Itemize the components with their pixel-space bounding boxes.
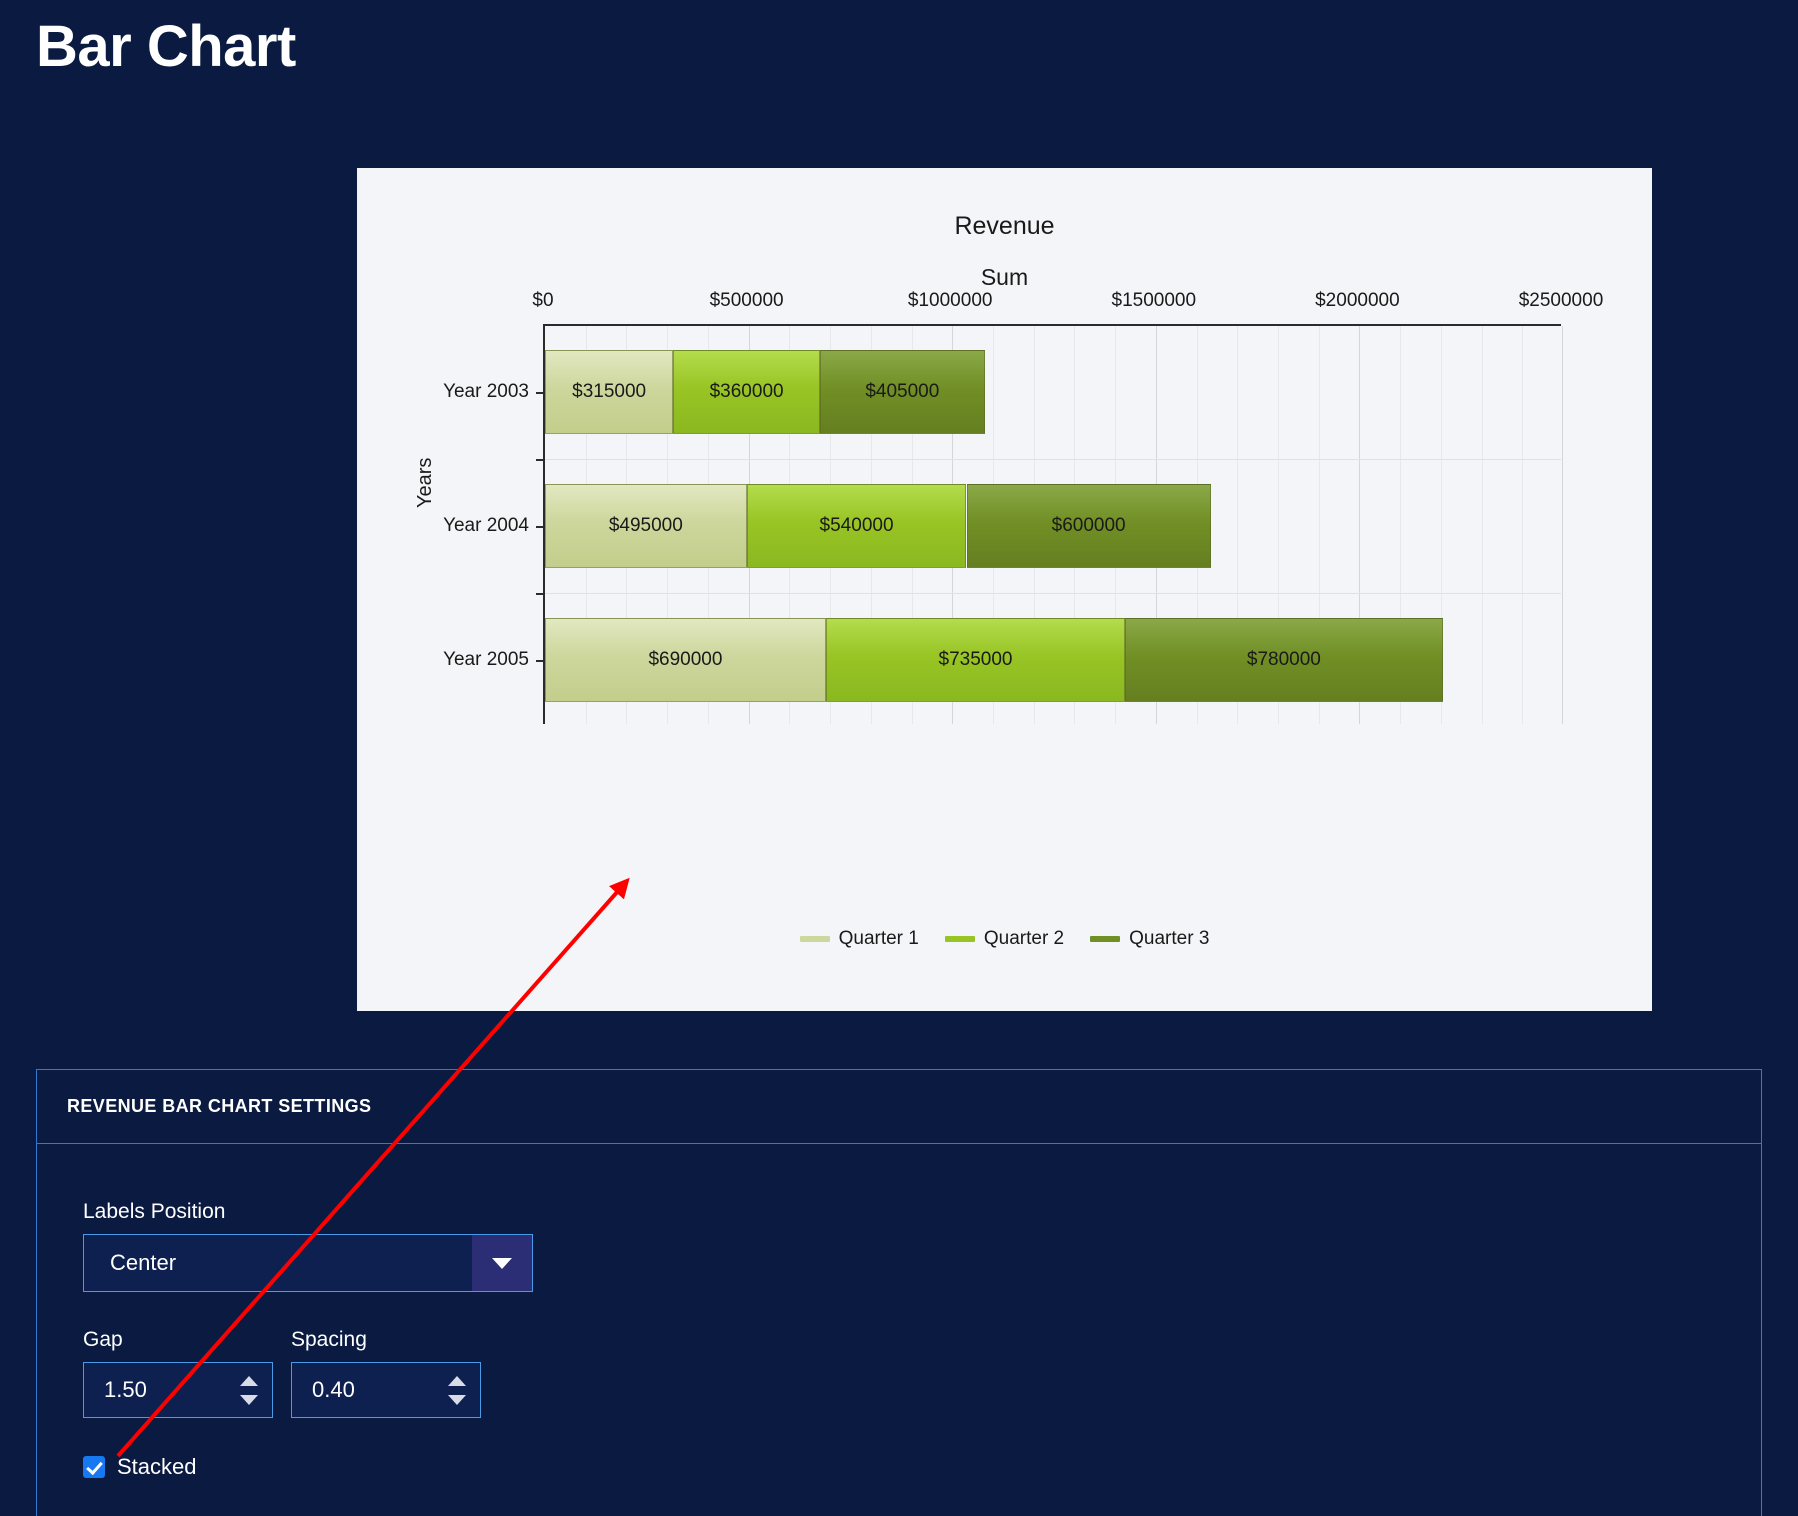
legend-item-quarter-2[interactable]: Quarter 2	[944, 928, 1065, 950]
settings-panel-header: REVENUE BAR CHART SETTINGS	[37, 1070, 1761, 1144]
page-title: Bar Chart	[36, 14, 296, 79]
chart-panel: Revenue Sum $0 $500000 $1000000 $1500000…	[357, 168, 1652, 1011]
y-tick	[536, 593, 545, 595]
gridline-major	[1359, 326, 1361, 724]
gap-label: Gap	[83, 1328, 123, 1351]
y-tick	[536, 459, 545, 461]
bar-segment-q1[interactable]: $690000	[545, 618, 826, 702]
gridline-minor	[1237, 326, 1239, 724]
chart-title: Revenue	[954, 212, 1055, 240]
x-tick-label-1: $500000	[709, 290, 784, 311]
caret-up-icon[interactable]	[240, 1375, 258, 1386]
x-tick-label-2: $1000000	[907, 290, 993, 311]
bar-segment-q2[interactable]: $735000	[825, 618, 1126, 702]
legend-label: Quarter 2	[983, 928, 1065, 949]
legend-label: Quarter 3	[1129, 928, 1210, 949]
x-tick-label-5: $2500000	[1518, 290, 1604, 311]
gridline-minor	[1400, 326, 1402, 724]
x-axis-tick-labels: $0 $500000 $1000000 $1500000 $2000000 $2…	[357, 290, 1652, 320]
y-category-label-2003: Year 2003	[443, 381, 529, 402]
y-tick	[536, 392, 545, 394]
bar-segment-q1[interactable]: $495000	[545, 484, 747, 568]
spacing-field: Spacing 0.40	[291, 1328, 481, 1418]
spacing-value[interactable]: 0.40	[312, 1377, 355, 1402]
gap-field: Gap 1.50	[83, 1328, 273, 1418]
spacing-spin-buttons[interactable]	[440, 1363, 480, 1417]
x-tick-label-4: $2000000	[1315, 290, 1400, 311]
bar-segment-q1[interactable]: $315000	[545, 350, 674, 434]
chart-legend: Quarter 1 Quarter 2 Quarter 3	[357, 928, 1652, 950]
spacing-stepper[interactable]: 0.40	[291, 1362, 481, 1418]
gridline-minor	[1522, 326, 1524, 724]
y-category-label-2004: Year 2004	[443, 515, 529, 536]
bar-segment-q3[interactable]: $600000	[966, 484, 1211, 568]
legend-swatch-icon	[799, 936, 830, 942]
numeric-settings-row: Gap 1.50 Spacing 0.40	[83, 1328, 1761, 1418]
y-category-label-2005: Year 2005	[443, 649, 529, 670]
legend-swatch-icon	[1090, 936, 1121, 942]
bar-segment-q2[interactable]: $540000	[746, 484, 967, 568]
labels-position-value: Center	[110, 1250, 177, 1275]
bar-row[interactable]: $690000 $735000 $780000	[545, 618, 1443, 702]
gap-stepper[interactable]: 1.50	[83, 1362, 273, 1418]
bar-row[interactable]: $315000 $360000 $405000	[545, 350, 985, 434]
gridline-horizontal	[545, 593, 1561, 594]
legend-item-quarter-3[interactable]: Quarter 3	[1090, 928, 1209, 950]
labels-position-select[interactable]: Center	[83, 1234, 533, 1292]
settings-panel: REVENUE BAR CHART SETTINGS Labels Positi…	[36, 1069, 1762, 1516]
caret-down-icon[interactable]	[240, 1394, 258, 1405]
bar-row[interactable]: $495000 $540000 $600000	[545, 484, 1211, 568]
bar-segment-q3[interactable]: $405000	[819, 350, 985, 434]
x-tick-label-3: $1500000	[1111, 290, 1197, 311]
legend-item-quarter-1[interactable]: Quarter 1	[799, 928, 919, 950]
chart-subtitle: Sum	[980, 264, 1029, 290]
stacked-label: Stacked	[117, 1454, 197, 1479]
legend-label: Quarter 1	[838, 928, 919, 949]
settings-panel-body: Labels Position Center Gap 1.50 Spacing	[37, 1144, 1761, 1480]
caret-up-icon[interactable]	[448, 1375, 466, 1386]
chevron-down-icon	[492, 1257, 512, 1269]
legend-swatch-icon	[944, 936, 975, 942]
gridline-minor	[1318, 326, 1320, 724]
gridline-minor	[1481, 326, 1483, 724]
spacing-label: Spacing	[291, 1328, 367, 1351]
caret-down-icon[interactable]	[448, 1394, 466, 1405]
stacked-checkbox-row[interactable]: Stacked	[83, 1454, 1761, 1480]
labels-position-label: Labels Position	[83, 1200, 226, 1223]
y-axis-title: Years	[414, 457, 436, 508]
gap-spin-buttons[interactable]	[232, 1363, 272, 1417]
bar-segment-q2[interactable]: $360000	[673, 350, 820, 434]
gridline-major	[1562, 326, 1563, 724]
gap-value[interactable]: 1.50	[104, 1377, 147, 1402]
gridline-minor	[1278, 326, 1279, 724]
y-tick	[536, 660, 545, 662]
x-tick-label-0: $0	[532, 290, 554, 311]
gridline-minor	[1440, 326, 1442, 724]
labels-position-dropdown-button[interactable]	[472, 1235, 532, 1291]
stacked-checkbox[interactable]	[83, 1456, 105, 1478]
y-tick	[536, 526, 545, 528]
plot-area: Year 2003 Year 2004 Year 2005 $315000 $3…	[443, 324, 1563, 724]
bar-segment-q3[interactable]: $780000	[1125, 618, 1443, 702]
gridline-horizontal	[545, 459, 1561, 460]
